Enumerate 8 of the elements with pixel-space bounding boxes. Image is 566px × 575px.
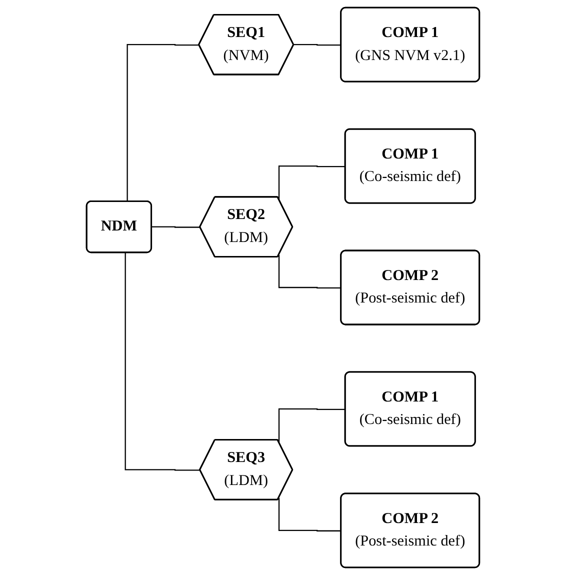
connector [293,44,342,46]
connector [278,408,346,442]
connector [278,498,342,532]
connector [278,165,346,200]
connector [126,44,200,202]
connector [124,252,200,471]
connector [278,255,342,289]
connector [151,226,200,228]
